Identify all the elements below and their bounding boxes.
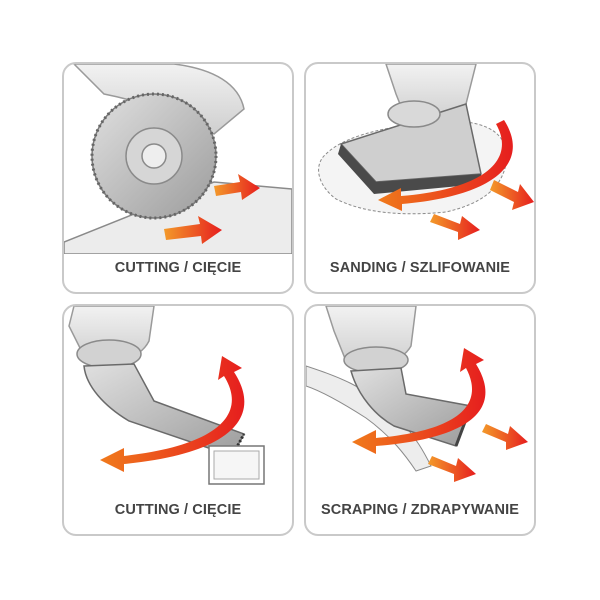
- plunge-blade-illustration: [68, 306, 265, 485]
- panel-cutting-saw: CUTTING / CIĘCIE: [62, 62, 294, 294]
- sanding-pad-illustration: [318, 64, 534, 240]
- panel-cutting-plunge: CUTTING / CIĘCIE: [62, 304, 294, 536]
- arrow-right-upper-icon: [482, 424, 528, 450]
- scraper-illustration: [306, 306, 528, 482]
- arrow-right-lower-icon: [430, 214, 480, 240]
- panel-caption: CUTTING / CIĘCIE: [114, 260, 242, 276]
- arrow-right-upper-icon: [214, 174, 260, 200]
- arrow-right-upper-icon: [490, 180, 534, 210]
- arrow-right-lower-icon: [164, 216, 222, 244]
- panel-scraping: SCRAPING / ZDRAPYWANIE: [304, 304, 536, 536]
- panel-sanding: SANDING / SZLIFOWANIE: [304, 62, 536, 294]
- panel-caption: CUTTING / CIĘCIE: [114, 502, 242, 518]
- plunge-blade: [83, 363, 246, 457]
- arrow-oscillation-icon: [100, 356, 245, 472]
- arrow-oscillation-icon: [378, 120, 513, 211]
- arrow-oscillation-icon: [352, 348, 486, 454]
- saw-blade: [90, 92, 218, 220]
- panel-caption: SCRAPING / ZDRAPYWANIE: [321, 502, 519, 518]
- arrow-right-lower-icon: [428, 456, 476, 482]
- circular-saw-illustration: [64, 64, 292, 254]
- panel-caption: SANDING / SZLIFOWANIE: [329, 260, 511, 276]
- sanding-sheet: [338, 144, 481, 194]
